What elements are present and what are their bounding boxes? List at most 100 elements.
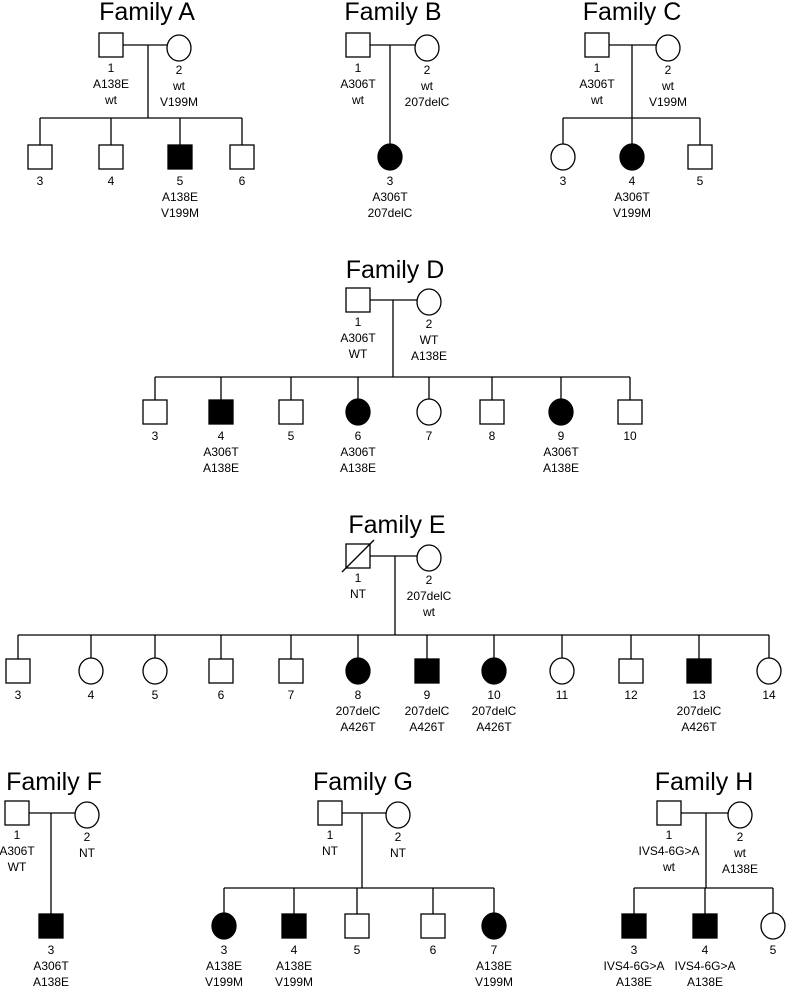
child-5: 5: [142, 657, 168, 702]
genotype-label: 207delC: [405, 704, 450, 718]
genotype-label: A306T: [579, 77, 615, 91]
child-4: 4: [78, 657, 104, 702]
family-title: Family D: [346, 256, 445, 284]
genotype-label: A306T: [340, 445, 376, 459]
genotype-label: A426T: [681, 720, 717, 734]
child-circle: [377, 143, 403, 171]
child-number: 3: [221, 943, 228, 957]
child-5: 5: [344, 913, 370, 957]
genotype-label: NT: [79, 846, 96, 860]
genotype-label: NT: [322, 844, 339, 858]
genotype-label: WT: [349, 347, 368, 361]
child-12: 12: [618, 658, 644, 702]
child-3: 3: [142, 399, 168, 443]
parent-1-square: [584, 32, 610, 58]
child-number: 3: [387, 174, 394, 188]
genotype-label: A306T: [372, 190, 408, 204]
child-number: 5: [697, 174, 704, 188]
genotype-label: A138E: [203, 461, 239, 475]
family-title: Family B: [344, 0, 441, 26]
child-square: [617, 399, 643, 425]
child-square: [687, 144, 713, 170]
parent-number: 1: [594, 61, 601, 75]
child-circle: [756, 657, 782, 685]
child-circle: [481, 912, 507, 940]
child-number: 6: [430, 943, 437, 957]
parent-1-square: [317, 800, 343, 826]
parent-number: 1: [14, 828, 21, 842]
genotype-label: A138E: [687, 975, 723, 989]
child-number: 9: [558, 429, 565, 443]
child-6: 6: [229, 144, 255, 188]
child-number: 8: [355, 688, 362, 702]
parent-1-square: [345, 32, 371, 58]
genotype-label: A138E: [162, 190, 198, 204]
genotype-label: V199M: [275, 975, 313, 989]
genotype-label: A138E: [543, 461, 579, 475]
child-number: 6: [355, 429, 362, 443]
child-number: 3: [15, 688, 22, 702]
genotype-label: A138E: [276, 959, 312, 973]
child-circle: [481, 657, 507, 685]
child-square: [142, 399, 168, 425]
parent-number: 2: [395, 830, 402, 844]
child-number: 10: [623, 429, 637, 443]
parent-number: 2: [84, 830, 91, 844]
child-circle: [760, 912, 786, 940]
child-number: 11: [556, 688, 569, 702]
child-square: [281, 913, 307, 939]
parent-number: 1: [355, 61, 362, 75]
child-square: [692, 913, 718, 939]
genotype-label: 207delC: [677, 704, 722, 718]
genotype-label: A306T: [340, 331, 376, 345]
child-circle: [550, 143, 576, 171]
parent-1-square: [656, 800, 682, 826]
genotype-label: A138E: [340, 461, 376, 475]
parent-number: 2: [424, 63, 431, 77]
child-number: 5: [770, 943, 777, 957]
child-circle: [211, 912, 237, 940]
genotype-label: V199M: [205, 975, 243, 989]
child-number: 4: [629, 174, 636, 188]
parent-1-square: [4, 800, 30, 826]
genotype-label: A306T: [203, 445, 239, 459]
child-square: [278, 399, 304, 425]
genotype-label: wt: [351, 93, 365, 107]
genotype-label: NT: [390, 846, 407, 860]
parent-2-circle: [414, 34, 440, 62]
parent-number: 1: [355, 571, 362, 585]
child-square: [229, 144, 255, 170]
child-number: 5: [354, 943, 361, 957]
child-circle: [619, 143, 645, 171]
genotype-label: A426T: [476, 720, 512, 734]
parent-2-circle: [74, 801, 100, 829]
genotype-label: wt: [733, 846, 747, 860]
child-6: 6: [420, 913, 446, 957]
genotype-label: 207delC: [472, 704, 517, 718]
child-square: [208, 658, 234, 684]
child-circle: [78, 657, 104, 685]
parent-number: 1: [327, 828, 334, 842]
child-3: 3: [550, 143, 576, 188]
child-8: 8: [479, 399, 505, 443]
child-number: 10: [487, 688, 501, 702]
child-number: 4: [88, 688, 95, 702]
child-circle: [142, 657, 168, 685]
child-4: 4: [98, 144, 124, 188]
child-square: [414, 658, 440, 684]
child-number: 3: [37, 174, 44, 188]
child-square: [208, 399, 234, 425]
child-square: [278, 658, 304, 684]
child-14: 14: [756, 657, 782, 702]
child-number: 3: [48, 943, 55, 957]
genotype-label: A138E: [33, 975, 69, 989]
